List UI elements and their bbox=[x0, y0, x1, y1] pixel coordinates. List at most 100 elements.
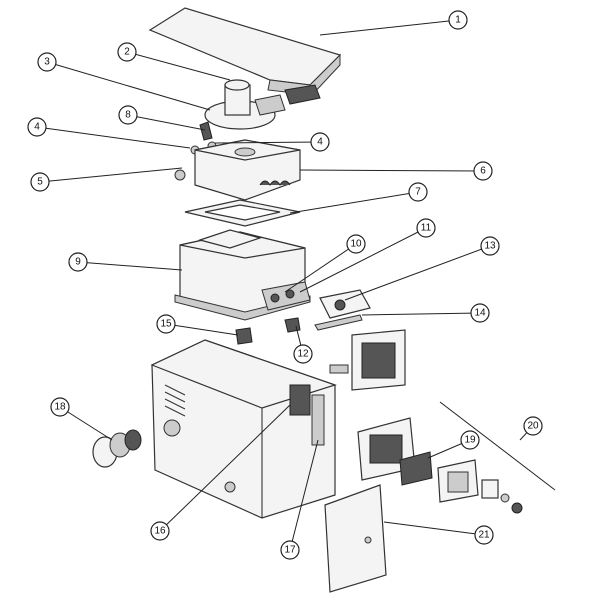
callout-19: 19 bbox=[460, 430, 480, 450]
callout-8: 8 bbox=[118, 105, 138, 125]
callout-20: 20 bbox=[523, 416, 543, 436]
callout-label: 18 bbox=[54, 402, 66, 413]
part-cabinet bbox=[150, 339, 337, 519]
callout-4: 4 bbox=[27, 117, 47, 137]
leader-line bbox=[46, 61, 211, 111]
part-draft-hood bbox=[204, 79, 321, 130]
leader-line bbox=[59, 406, 113, 441]
callout-circle bbox=[523, 416, 543, 436]
callout-label: 4 bbox=[317, 137, 323, 148]
callout-circle bbox=[416, 218, 436, 238]
leader-line bbox=[319, 19, 459, 36]
part-15 bbox=[235, 327, 253, 345]
callout-16: 16 bbox=[150, 521, 170, 541]
callout-circle bbox=[293, 344, 313, 364]
callout-label: 14 bbox=[474, 308, 486, 319]
leader-line bbox=[383, 521, 485, 536]
callout-label: 8 bbox=[125, 110, 131, 121]
callout-1: 1 bbox=[448, 10, 468, 30]
callout-label: 10 bbox=[350, 239, 362, 250]
callout-2: 2 bbox=[117, 42, 137, 62]
callout-label: 3 bbox=[44, 57, 50, 68]
callout-12: 12 bbox=[293, 344, 313, 364]
callout-5: 5 bbox=[30, 172, 50, 192]
callout-label: 2 bbox=[124, 47, 130, 58]
leader-line bbox=[214, 141, 321, 144]
part-top-cover bbox=[148, 7, 342, 96]
callout-label: 11 bbox=[421, 223, 432, 234]
leader-line bbox=[284, 243, 357, 293]
callout-circle bbox=[118, 105, 138, 125]
callout-circle bbox=[50, 397, 70, 417]
leader-line bbox=[126, 51, 231, 81]
callout-circle bbox=[117, 42, 137, 62]
callout-label: 17 bbox=[284, 545, 296, 556]
callout-label: 7 bbox=[415, 187, 421, 198]
callout-circle bbox=[474, 525, 494, 545]
callout-label: 20 bbox=[527, 421, 539, 432]
callout-circle bbox=[448, 10, 468, 30]
callout-circle bbox=[37, 52, 57, 72]
callout-circle bbox=[480, 236, 500, 256]
leader-line bbox=[165, 323, 239, 336]
callout-label: 4 bbox=[34, 122, 40, 133]
leader-line bbox=[289, 191, 419, 214]
callout-circle bbox=[470, 303, 490, 323]
callout-14: 14 bbox=[470, 303, 490, 323]
callout-label: 9 bbox=[75, 257, 81, 268]
callout-circle bbox=[346, 234, 366, 254]
callout-7: 7 bbox=[408, 182, 428, 202]
part-control-panel bbox=[329, 329, 406, 391]
leader-line bbox=[159, 404, 291, 532]
bracket-20 bbox=[439, 401, 556, 491]
leader-line bbox=[299, 169, 484, 172]
leader-line bbox=[289, 439, 319, 551]
callout-label: 21 bbox=[478, 530, 490, 541]
callout-21: 21 bbox=[474, 525, 494, 545]
part-18-vent-adapter bbox=[92, 429, 142, 468]
callout-circle bbox=[310, 132, 330, 152]
leader-line bbox=[77, 261, 183, 271]
leader-line bbox=[361, 312, 481, 316]
callout-label: 13 bbox=[484, 241, 496, 252]
callout-circle bbox=[460, 430, 480, 450]
callout-circle bbox=[68, 252, 88, 272]
callout-circle bbox=[30, 172, 50, 192]
callout-4: 4 bbox=[310, 132, 330, 152]
part-19-20-controls bbox=[357, 417, 523, 514]
part-header bbox=[194, 139, 301, 201]
callout-3: 3 bbox=[37, 52, 57, 72]
callout-6: 6 bbox=[473, 161, 493, 181]
callout-label: 5 bbox=[37, 177, 43, 188]
callout-18: 18 bbox=[50, 397, 70, 417]
callout-13: 13 bbox=[480, 236, 500, 256]
callout-circle bbox=[27, 117, 47, 137]
callout-17: 17 bbox=[280, 540, 300, 560]
callout-circle bbox=[150, 521, 170, 541]
callout-label: 1 bbox=[455, 15, 461, 26]
callout-circle bbox=[473, 161, 493, 181]
callout-label: 16 bbox=[154, 526, 166, 537]
callout-9: 9 bbox=[68, 252, 88, 272]
callout-10: 10 bbox=[346, 234, 366, 254]
leader-line bbox=[344, 245, 491, 301]
leader-line bbox=[127, 114, 206, 131]
callout-circle bbox=[280, 540, 300, 560]
part-heat-exchanger bbox=[174, 229, 311, 321]
part-21-access-door bbox=[324, 484, 387, 593]
callout-label: 6 bbox=[480, 166, 486, 177]
callout-circle bbox=[156, 314, 176, 334]
callout-15: 15 bbox=[156, 314, 176, 334]
leader-line bbox=[36, 126, 191, 149]
part-gasket bbox=[184, 199, 301, 227]
callout-label: 12 bbox=[297, 349, 309, 360]
leader-line bbox=[39, 167, 183, 183]
callout-11: 11 bbox=[416, 218, 436, 238]
callout-label: 19 bbox=[464, 435, 476, 446]
callout-label: 15 bbox=[160, 319, 172, 330]
leader-line bbox=[299, 227, 427, 293]
callout-circle bbox=[408, 182, 428, 202]
